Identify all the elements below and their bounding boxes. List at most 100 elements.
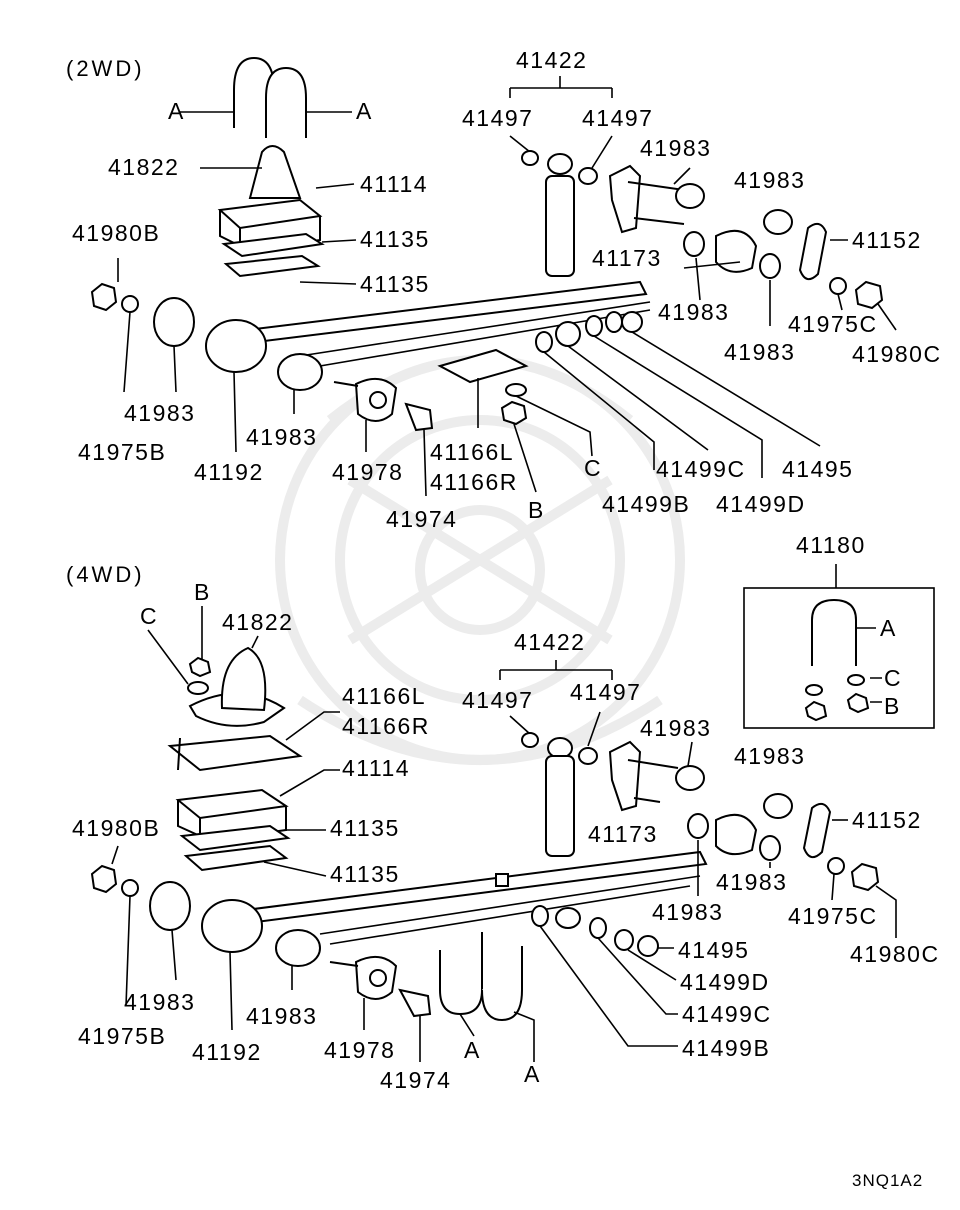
kit-box — [743, 587, 935, 729]
label-a-right-2wd: A — [356, 98, 373, 124]
spacer-lower — [223, 254, 321, 278]
label-41978-2wd: 41978 — [332, 459, 403, 485]
label-41497a-2wd: 41497 — [462, 105, 533, 131]
label-a-right-4wd: A — [524, 1061, 541, 1087]
label-41192-4wd: 41192 — [192, 1039, 262, 1065]
label-41135a-2wd: 41135 — [360, 226, 430, 252]
shock-absorber-41422-4wd — [545, 755, 575, 857]
label-kit-number: 41180 — [796, 532, 866, 558]
label-kit-b: B — [884, 693, 901, 719]
label-41975c-4wd: 41975C — [788, 903, 878, 929]
label-b-2wd: B — [528, 497, 545, 523]
label-41975b-2wd: 41975B — [78, 439, 166, 465]
section-title-2wd: (2WD) — [66, 56, 145, 81]
label-41166l-2wd: 41166L — [430, 439, 514, 465]
kit-u-bolt — [811, 598, 857, 666]
nut-41980b-4wd — [90, 864, 118, 894]
label-41974-2wd: 41974 — [386, 506, 457, 532]
label-41166r-2wd: 41166R — [430, 469, 518, 495]
shackle-plate — [608, 164, 642, 234]
shackle-link-41152-4wd — [802, 802, 832, 859]
bolt-41974-4wd — [398, 988, 432, 1018]
label-41114-4wd: 41114 — [342, 755, 410, 781]
spacer-lower-4wd — [183, 844, 289, 872]
label-41980b-4wd: 41980B — [72, 815, 160, 841]
label-41983-s4-2wd: 41983 — [724, 339, 795, 365]
nut-41980c-4wd — [850, 862, 880, 892]
kit-41180: 41180 A C B — [743, 532, 935, 729]
bump-stopper — [248, 145, 302, 199]
label-41983-s4-4wd: 41983 — [652, 899, 723, 925]
label-41497b-2wd: 41497 — [582, 105, 653, 131]
label-41983-s3-2wd: 41983 — [658, 299, 729, 325]
label-41975b-4wd: 41975B — [78, 1023, 166, 1049]
label-41980c-2wd: 41980C — [852, 341, 942, 367]
u-bolt-pair — [180, 56, 352, 138]
diagram-code: 3NQ1A2 — [852, 1171, 923, 1190]
label-41192-2wd: 41192 — [194, 459, 264, 485]
label-41422-4wd: 41422 — [514, 629, 585, 655]
bushing-41983 — [153, 297, 195, 347]
label-41978-4wd: 41978 — [324, 1037, 395, 1063]
label-41822-2wd: 41822 — [108, 154, 179, 180]
label-41173-2wd: 41173 — [592, 245, 662, 271]
nut-41980b — [90, 282, 118, 312]
label-41152-4wd: 41152 — [852, 807, 922, 833]
label-41499c-4wd: 41499C — [682, 1001, 772, 1027]
spring-clip-4wd — [495, 873, 509, 887]
section-title-4wd: (4WD) — [66, 562, 145, 587]
label-41983-bush-2wd: 41983 — [124, 400, 195, 426]
bush-41983-s3-4wd — [715, 813, 758, 856]
bump-stopper-4wd — [220, 646, 267, 712]
u-bolt-4wd-b — [481, 946, 523, 1022]
u-bolt-4wd-a — [439, 932, 483, 1016]
label-41173-4wd: 41173 — [588, 821, 658, 847]
bolt-41974 — [404, 402, 434, 432]
shackle-link-41152 — [798, 222, 828, 281]
bush-41983-s4-4wd — [759, 835, 781, 861]
label-41135b-4wd: 41135 — [330, 861, 400, 887]
plate-41166-4wd — [167, 734, 303, 772]
spacer-upper — [221, 232, 325, 258]
label-41983-s1-2wd: 41983 — [640, 135, 711, 161]
washer-41975b-4wd — [121, 879, 139, 897]
eye-bushing-41983-4wd — [275, 929, 321, 967]
label-41497b-4wd: 41497 — [570, 679, 641, 705]
bush-41983-s3 — [715, 229, 758, 273]
bush-41983-s4 — [759, 253, 781, 279]
bush-41983-s1-4wd — [675, 765, 705, 791]
label-41499c-2wd: 41499C — [656, 456, 746, 482]
plate-41166 — [437, 348, 529, 384]
label-41499b-2wd: 41499B — [602, 491, 690, 517]
label-41822-4wd: 41822 — [222, 609, 293, 635]
leaf-spring-4wd — [228, 850, 708, 926]
shock-absorber-41422 — [545, 175, 575, 277]
label-41983-end-2wd: 41983 — [246, 424, 317, 450]
label-41152-2wd: 41152 — [852, 227, 922, 253]
label-kit-c: C — [884, 665, 902, 691]
label-41975c-2wd: 41975C — [788, 311, 878, 337]
washer-c — [505, 383, 527, 397]
label-41980b-2wd: 41980B — [72, 220, 160, 246]
bushing-41983-4wd — [149, 881, 191, 931]
label-41497a-4wd: 41497 — [462, 687, 533, 713]
shackle-plate-4wd — [608, 740, 642, 812]
washer-41975c-4wd — [827, 857, 845, 875]
nut-41495 — [621, 311, 643, 333]
label-41499d-2wd: 41499D — [716, 491, 806, 517]
label-41166r-4wd: 41166R — [342, 713, 430, 739]
spring-eye-41192 — [205, 319, 267, 373]
label-41495-4wd: 41495 — [678, 937, 749, 963]
label-41499d-4wd: 41499D — [680, 969, 770, 995]
eye-bushing-41983 — [277, 353, 323, 391]
spring-eye-41192-4wd — [201, 899, 263, 953]
label-c-4wd: C — [140, 603, 158, 629]
label-41983-s3-4wd: 41983 — [716, 869, 787, 895]
section-2wd: (2WD) A A 41822 41114 41135 41135 41980B… — [66, 47, 942, 532]
label-a-left-4wd: A — [464, 1037, 481, 1063]
label-kit-a: A — [880, 615, 897, 641]
section-4wd: (4WD) B C 41822 41166L 41166R 41114 4113… — [66, 562, 938, 1093]
label-a-left-2wd: A — [168, 98, 185, 124]
